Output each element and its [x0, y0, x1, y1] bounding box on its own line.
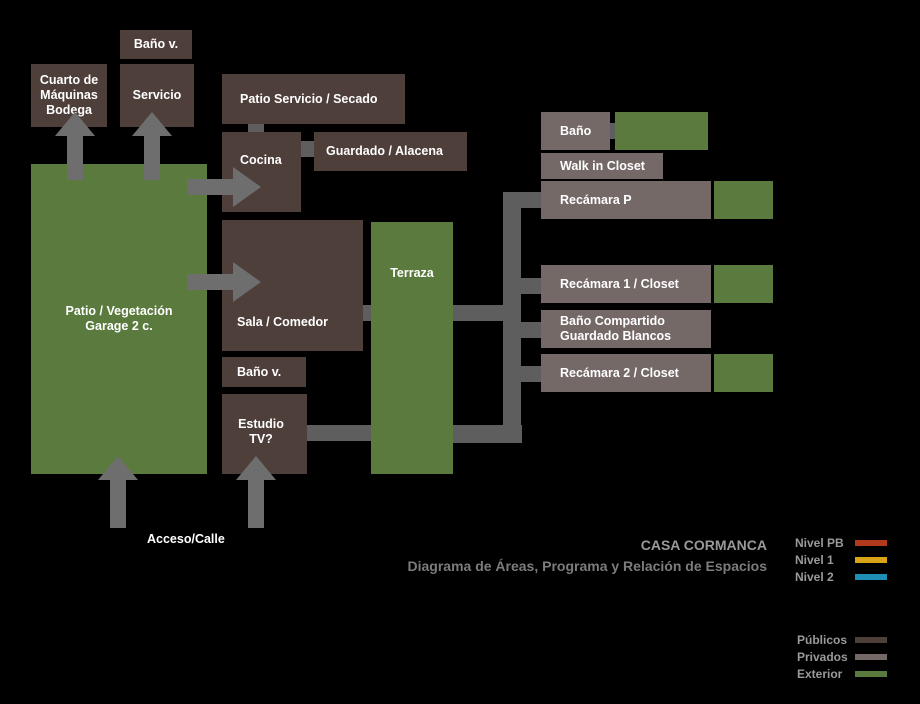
- space-patio-servicio: Patio Servicio / Secado: [222, 74, 405, 124]
- space-label: Estudio TV?: [238, 417, 284, 446]
- space-recamara-2: Recámara 2 / Closet: [541, 354, 711, 392]
- space-terraza: Terraza: [371, 222, 453, 474]
- legend-type-swatch: [855, 671, 887, 677]
- space-recamara-2-exterior: [714, 354, 773, 392]
- space-label: Baño Compartido Guardado Blancos: [560, 314, 672, 343]
- legend-level-label: Nivel PB: [795, 536, 844, 550]
- space-bano-v-top: Baño v.: [120, 30, 192, 59]
- legend-level-swatch: [855, 557, 887, 563]
- space-label: Patio / Vegetación Garage 2 c.: [65, 304, 173, 333]
- connector-estudio-terraza: [296, 425, 384, 441]
- legend-type-label: Exterior: [797, 667, 843, 681]
- legend-level-swatch: [855, 540, 887, 546]
- connector-hall-vertical: [503, 192, 521, 442]
- space-label: Guardado / Alacena: [326, 144, 443, 158]
- space-bano-exterior: [615, 112, 708, 150]
- space-recamara-1-exterior: [714, 265, 773, 303]
- legend-type-label: Públicos: [797, 633, 848, 647]
- space-label: Baño: [560, 123, 592, 138]
- space-label: Sala / Comedor: [237, 315, 328, 329]
- space-recamara-p: Recámara P: [541, 181, 711, 219]
- space-label: Cocina: [240, 153, 282, 167]
- space-bano: Baño: [541, 112, 610, 150]
- legend-level-label: Nivel 2: [795, 570, 834, 584]
- space-bano-compartido: Baño Compartido Guardado Blancos: [541, 310, 711, 348]
- legend-type-label: Privados: [797, 650, 848, 664]
- legend-level-label: Nivel 1: [795, 553, 834, 567]
- acceso-label: Acceso/Calle: [147, 532, 225, 546]
- space-label: Patio Servicio / Secado: [240, 91, 378, 106]
- legend-type-swatch: [855, 654, 887, 660]
- space-recamara-p-exterior: [714, 181, 773, 219]
- space-label: Walk in Closet: [560, 158, 645, 173]
- space-label: Recámara 1 / Closet: [560, 276, 679, 291]
- diagram-subtitle: Diagrama de Áreas, Programa y Relación d…: [407, 558, 768, 574]
- space-label: Recámara P: [560, 192, 632, 207]
- space-label: Baño v.: [133, 37, 179, 51]
- space-label: Recámara 2 / Closet: [560, 365, 679, 380]
- space-label: Baño v.: [237, 364, 282, 379]
- legend-level-swatch: [855, 574, 887, 580]
- space-label: Servicio: [132, 88, 182, 102]
- space-label: Terraza: [390, 266, 434, 280]
- space-bano-v-low: Baño v.: [222, 357, 306, 387]
- space-guardado: Guardado / Alacena: [314, 132, 467, 171]
- diagram-title: CASA CORMANCA: [640, 537, 767, 553]
- space-walk-in: Walk in Closet: [541, 153, 663, 179]
- connector-terraza-hall: [438, 425, 522, 443]
- space-patio-garage: Patio / Vegetación Garage 2 c.: [31, 164, 207, 474]
- legend-type-swatch: [855, 637, 887, 643]
- space-recamara-1: Recámara 1 / Closet: [541, 265, 711, 303]
